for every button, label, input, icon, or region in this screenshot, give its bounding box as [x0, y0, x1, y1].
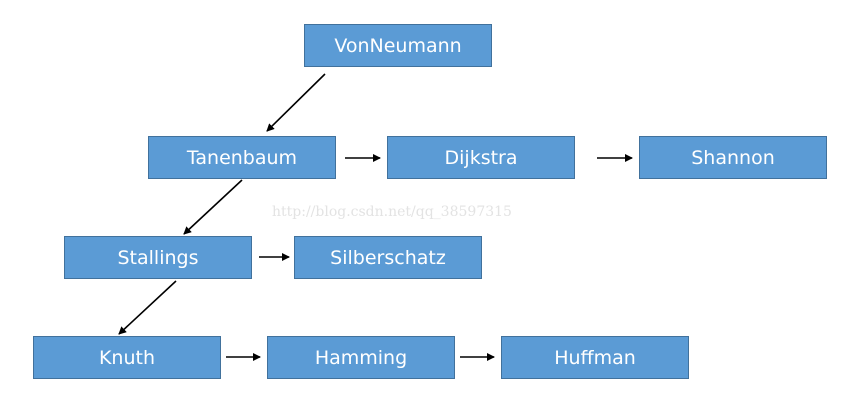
watermark-text: http://blog.csdn.net/qq_38597315 — [272, 204, 512, 220]
node-knuth: Knuth — [33, 336, 221, 379]
edge-stallings-knuth — [118, 280, 177, 335]
edge-vonneumann-tanenbaum — [266, 73, 326, 132]
node-silberschatz: Silberschatz — [294, 236, 482, 279]
node-tanenbaum: Tanenbaum — [148, 136, 336, 179]
node-dijkstra: Dijkstra — [387, 136, 575, 179]
edge-tanenbaum-stallings — [183, 179, 243, 235]
node-hamming: Hamming — [267, 336, 455, 379]
node-stallings: Stallings — [64, 236, 252, 279]
node-vonneumann: VonNeumann — [304, 24, 492, 67]
node-huffman: Huffman — [501, 336, 689, 379]
node-shannon: Shannon — [639, 136, 827, 179]
